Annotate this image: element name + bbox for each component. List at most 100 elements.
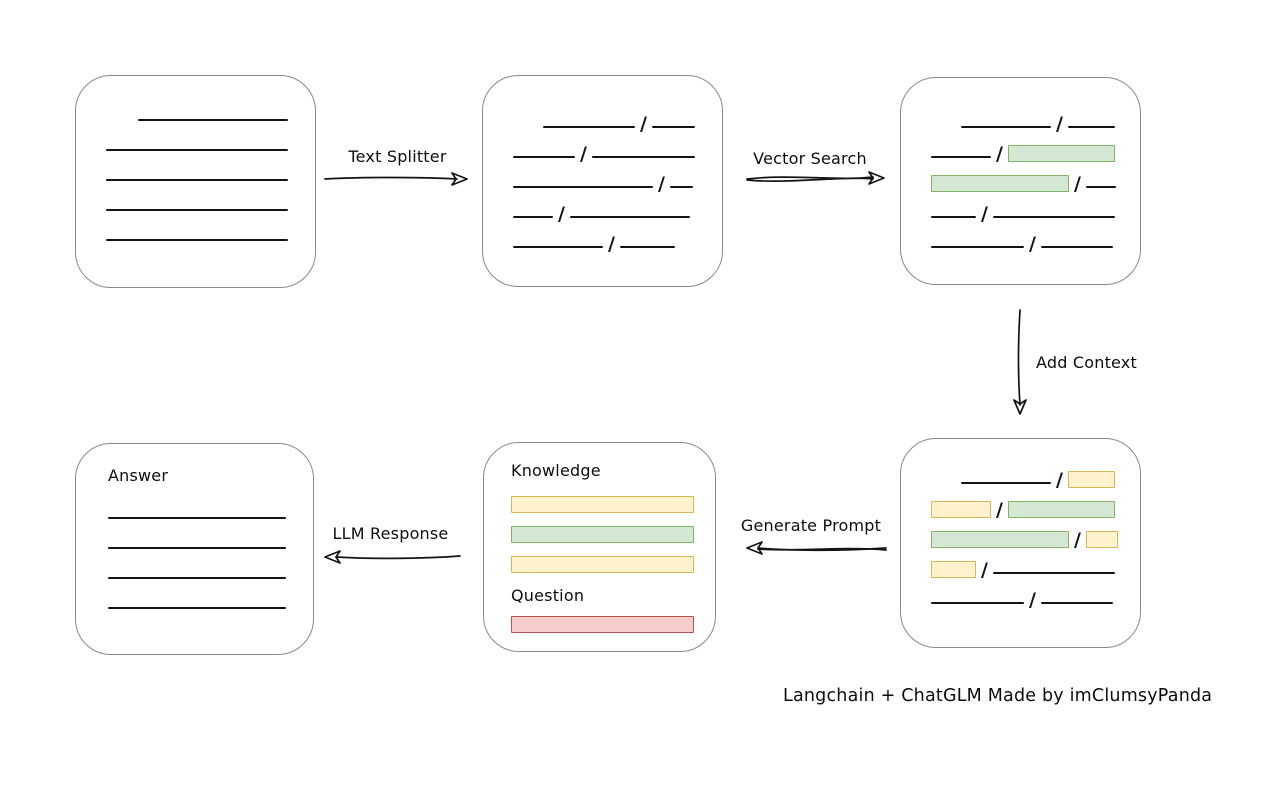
context-box: / / / / /: [900, 438, 1141, 648]
llm-response-arrow-icon: [324, 550, 461, 564]
text-line: [931, 602, 1024, 604]
slash-separator: /: [608, 233, 615, 255]
red-highlight-bar: [511, 616, 694, 633]
text-line: [1067, 126, 1115, 128]
add-context-arrow-icon: [1013, 309, 1027, 415]
text-line: [619, 246, 675, 248]
slash-separator: /: [1074, 529, 1081, 551]
text-line: [138, 119, 288, 121]
vector-search-result-box: /////: [900, 77, 1141, 285]
segment-row: /: [513, 222, 695, 255]
segment-row: [106, 215, 288, 245]
yellow-highlight-bar: [1085, 531, 1118, 548]
yellow-highlight-bar: [511, 556, 694, 573]
slash-separator: /: [1056, 113, 1063, 135]
question-label: Question: [511, 586, 585, 605]
green-highlight-bar: [511, 526, 694, 543]
segment-row: /: [931, 458, 1118, 491]
segment-row: [106, 185, 288, 215]
segment-row: [511, 483, 694, 513]
text-line: [931, 246, 1024, 248]
text-splitter-label: Text Splitter: [348, 147, 447, 166]
slash-separator: /: [658, 173, 665, 195]
text-line: [108, 517, 286, 519]
yellow-highlight-bar: [931, 561, 976, 578]
text-line: [1040, 602, 1113, 604]
answer-lines: [108, 493, 286, 613]
yellow-highlight-bar: [511, 496, 694, 513]
slash-separator: /: [558, 203, 565, 225]
chunk-lines: /////: [513, 102, 695, 255]
slash-separator: /: [1056, 469, 1063, 491]
segment-row: /: [931, 102, 1116, 135]
segment-row: [108, 523, 286, 553]
text-line: [569, 216, 690, 218]
question-bar: [511, 603, 694, 633]
text-line: [108, 577, 286, 579]
segment-row: /: [931, 548, 1118, 581]
context-lines: / / / / /: [931, 458, 1118, 611]
text-splitter-arrow-icon: [324, 172, 468, 186]
document-lines: [106, 95, 288, 245]
segment-row: /: [931, 488, 1118, 521]
slash-separator: /: [981, 203, 988, 225]
text-line: [543, 126, 635, 128]
text-line: [931, 156, 991, 158]
segment-row: [511, 543, 694, 573]
green-highlight-bar: [1007, 501, 1115, 518]
green-highlight-bar: [1007, 145, 1115, 162]
segment-row: [108, 493, 286, 523]
text-line: [992, 216, 1115, 218]
caption: Langchain + ChatGLM Made by imClumsyPand…: [783, 686, 1213, 706]
segment-row: /: [931, 192, 1116, 225]
text-line: [1085, 186, 1116, 188]
segment-row: /: [513, 102, 695, 135]
yellow-highlight-bar: [931, 501, 991, 518]
slash-separator: /: [996, 499, 1003, 521]
text-line: [591, 156, 695, 158]
text-line: [106, 179, 288, 181]
segment-row: /: [931, 518, 1118, 551]
segment-row: /: [931, 132, 1116, 164]
text-line: [961, 126, 1051, 128]
segment-row: [106, 155, 288, 185]
segment-row: /: [931, 578, 1118, 611]
vector-search-arrow-icon: [746, 171, 885, 185]
llm-response-label: LLM Response: [332, 524, 449, 543]
generate-prompt-arrow-icon: [746, 541, 887, 555]
slash-separator: /: [1074, 173, 1081, 195]
vector-search-label: Vector Search: [753, 149, 867, 168]
text-line: [108, 607, 286, 609]
text-line: [961, 482, 1051, 484]
segment-row: [108, 553, 286, 583]
slash-separator: /: [640, 113, 647, 135]
generate-prompt-label: Generate Prompt: [740, 516, 882, 535]
slash-separator: /: [981, 559, 988, 581]
segment-row: /: [513, 192, 695, 225]
text-line: [513, 216, 553, 218]
text-line: [106, 149, 288, 151]
text-line: [106, 239, 288, 241]
segment-row: [108, 583, 286, 613]
segment-row: [511, 603, 694, 633]
green-highlight-bar: [931, 175, 1069, 192]
segment-row: [511, 513, 694, 543]
segment-row: /: [513, 132, 695, 164]
green-highlight-bar: [931, 531, 1069, 548]
knowledge-bars: [511, 483, 694, 573]
segment-row: [106, 95, 288, 125]
segment-row: /: [931, 222, 1116, 254]
split-chunks-box: /////: [482, 75, 723, 287]
text-line: [651, 126, 695, 128]
text-line: [669, 186, 693, 188]
text-line: [513, 246, 603, 248]
segment-row: /: [513, 162, 695, 195]
retrieved-lines: /////: [931, 102, 1116, 254]
text-line: [931, 216, 976, 218]
slash-separator: /: [1029, 589, 1036, 611]
text-line: [106, 209, 288, 211]
yellow-highlight-bar: [1067, 471, 1115, 488]
text-line: [513, 186, 653, 188]
prompt-box: Knowledge Question: [483, 442, 716, 652]
